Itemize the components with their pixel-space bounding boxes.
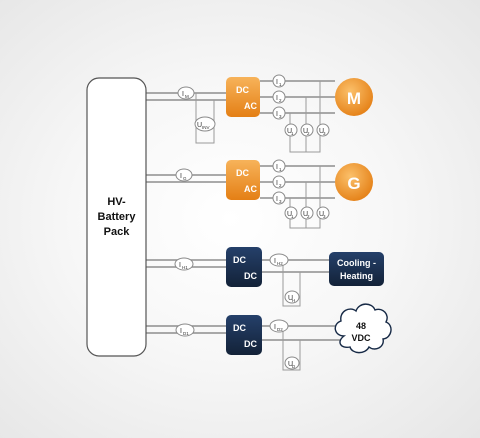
lv-label-line-1: 48 xyxy=(356,321,366,331)
motor-inverter-top: DC xyxy=(236,85,249,95)
svg-text:U: U xyxy=(197,122,202,129)
svg-text:1: 1 xyxy=(279,82,282,87)
hv-battery-pack xyxy=(86,77,147,357)
electric-generator: G xyxy=(335,163,373,201)
svg-text:I: I xyxy=(276,164,278,171)
svg-text:H1: H1 xyxy=(182,265,188,270)
motor-voltage-tap-wire xyxy=(289,81,321,153)
u-inv-meter: U INV xyxy=(194,116,216,132)
svg-text:I: I xyxy=(276,111,278,118)
svg-text:I: I xyxy=(182,91,184,98)
i-h1-meter: I H1 xyxy=(174,257,194,271)
i-g-meter: I G xyxy=(175,168,193,182)
svg-text:D1: D1 xyxy=(183,331,189,336)
svg-text:I: I xyxy=(276,180,278,187)
motor-label: M xyxy=(347,89,361,108)
u-h-tap-wire xyxy=(282,260,301,307)
svg-text:INV: INV xyxy=(202,125,210,130)
i-h2-meter: I H2 xyxy=(269,253,289,267)
svg-text:I: I xyxy=(276,196,278,203)
svg-text:U: U xyxy=(303,128,308,135)
svg-text:1: 1 xyxy=(291,131,294,136)
i-d1-meter: I D1 xyxy=(175,323,195,337)
heating-dcdc-converter: DC DC xyxy=(226,247,262,287)
heating-dcdc-top: DC xyxy=(233,255,246,265)
svg-text:2: 2 xyxy=(279,183,282,188)
svg-text:3: 3 xyxy=(279,199,282,204)
svg-text:I: I xyxy=(179,262,181,269)
cooling-heating-load: Cooling - Heating xyxy=(329,252,384,286)
svg-text:3: 3 xyxy=(323,214,326,219)
battery-label-line-1: HV- xyxy=(107,196,126,208)
heating-dcdc-bottom: DC xyxy=(244,271,257,281)
svg-text:U: U xyxy=(319,128,324,135)
svg-text:I: I xyxy=(274,258,276,265)
svg-text:U: U xyxy=(287,211,292,218)
svg-text:U: U xyxy=(287,128,292,135)
svg-text:3: 3 xyxy=(323,131,326,136)
battery-label-line-3: Pack xyxy=(104,226,131,238)
generator-phase-voltages: U 1 U 2 U 3 xyxy=(284,206,330,220)
svg-text:U: U xyxy=(288,361,293,368)
lv-dcdc-top: DC xyxy=(233,323,246,333)
svg-text:D2: D2 xyxy=(277,327,283,332)
svg-text:U: U xyxy=(303,211,308,218)
svg-text:1: 1 xyxy=(291,214,294,219)
svg-text:U: U xyxy=(288,295,293,302)
u-d-meter: U D xyxy=(284,356,300,370)
i-m-meter: I M xyxy=(177,86,195,100)
svg-text:G: G xyxy=(183,176,187,181)
u-d-tap-wire xyxy=(282,326,301,371)
u-h-meter: U H xyxy=(284,290,300,304)
lv-dcdc-bottom: DC xyxy=(244,339,257,349)
svg-text:2: 2 xyxy=(307,214,310,219)
motor-inverter: DC AC xyxy=(226,77,260,117)
motor-phase-voltages: U 1 U 2 U 3 xyxy=(284,123,330,137)
svg-text:D: D xyxy=(292,364,296,369)
generator-phase-currents: I 1 I 2 I 3 xyxy=(272,159,286,205)
svg-text:2: 2 xyxy=(307,131,310,136)
battery-label-line-2: Battery xyxy=(98,211,137,223)
svg-text:3: 3 xyxy=(279,114,282,119)
generator-inverter-bottom: AC xyxy=(244,184,257,194)
svg-text:2: 2 xyxy=(279,98,282,103)
lv-48vdc-cloud: 48 VDC xyxy=(334,303,392,354)
svg-text:I: I xyxy=(276,95,278,102)
cooling-label-line-1: Cooling - xyxy=(337,258,376,268)
generator-inverter-top: DC xyxy=(236,168,249,178)
svg-text:1: 1 xyxy=(279,167,282,172)
svg-text:I: I xyxy=(180,173,182,180)
lv-dcdc-converter: DC DC xyxy=(226,315,262,355)
electric-motor: M xyxy=(335,78,373,116)
motor-phase-currents: I 1 I 2 I 3 xyxy=(272,74,286,120)
svg-text:I: I xyxy=(274,324,276,331)
svg-text:H: H xyxy=(292,298,295,303)
generator-inverter: DC AC xyxy=(226,160,260,200)
cooling-label-line-2: Heating xyxy=(340,271,373,281)
svg-text:H2: H2 xyxy=(277,261,283,266)
generator-label: G xyxy=(347,174,360,193)
i-d2-meter: I D2 xyxy=(269,319,289,333)
svg-text:I: I xyxy=(276,79,278,86)
motor-inverter-bottom: AC xyxy=(244,101,257,111)
lv-label-line-2: VDC xyxy=(351,333,371,343)
svg-text:U: U xyxy=(319,211,324,218)
svg-text:I: I xyxy=(180,328,182,335)
svg-text:M: M xyxy=(185,94,189,99)
